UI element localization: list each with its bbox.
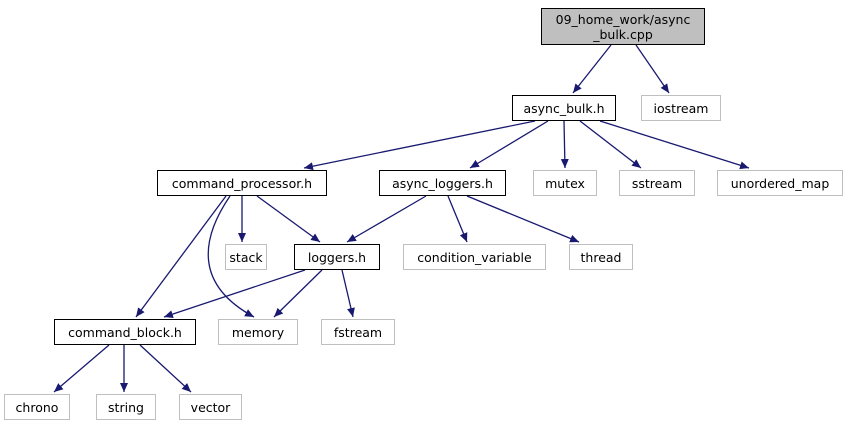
edges-layer [53, 44, 750, 393]
node-label: unordered_map [730, 175, 830, 191]
node-label: mutex [545, 175, 585, 191]
node-stack: stack [225, 244, 267, 270]
edge-command_processor-to-memory [207, 195, 255, 318]
node-fstream: fstream [321, 319, 395, 345]
edge-loggers-to-memory [273, 269, 323, 318]
node-label: string [108, 399, 144, 415]
node-label: fstream [333, 324, 383, 340]
node-command-block[interactable]: command_block.h [54, 319, 196, 345]
node-async-bulk[interactable]: async_bulk.h [512, 95, 616, 121]
node-label: 09_home_work/async _bulk.cpp [555, 11, 691, 42]
node-mutex: mutex [533, 170, 597, 196]
node-label: memory [231, 324, 285, 340]
edge-async_loggers-to-condition_variable [447, 195, 468, 243]
node-command-processor[interactable]: command_processor.h [157, 170, 327, 196]
node-label: vector [190, 399, 231, 415]
node-unordered-map: unordered_map [717, 170, 843, 196]
node-label: chrono [15, 399, 59, 415]
edge-loggers-to-command_block [163, 269, 306, 318]
edge-async_bulk-to-sstream [579, 120, 642, 169]
edge-async_bulk-to-command_processor [303, 120, 536, 171]
node-iostream: iostream [641, 95, 721, 121]
node-label: thread [580, 249, 622, 265]
node-label: async_loggers.h [392, 175, 493, 191]
node-label: command_block.h [68, 324, 182, 340]
node-label: stack [229, 249, 263, 265]
edge-async_bulk-to-unordered_map [599, 120, 750, 170]
node-async-loggers[interactable]: async_loggers.h [379, 170, 506, 196]
edge-async_loggers-to-thread [466, 195, 580, 243]
edge-root-to-iostream [635, 44, 670, 94]
edge-async_loggers-to-loggers [346, 195, 427, 243]
node-thread: thread [569, 244, 633, 270]
node-string: string [96, 394, 156, 420]
edge-async_bulk-to-async_loggers [469, 120, 549, 169]
node-loggers[interactable]: loggers.h [294, 244, 380, 270]
edge-root-to-async_bulk [572, 44, 612, 94]
node-label: async_bulk.h [523, 100, 605, 116]
node-root: 09_home_work/async _bulk.cpp [541, 8, 705, 45]
edge-loggers-to-fstream [341, 269, 355, 318]
node-label: iostream [653, 100, 709, 116]
edge-command_block-to-vector [139, 344, 192, 393]
node-chrono: chrono [4, 394, 70, 420]
node-vector: vector [179, 394, 242, 420]
edge-command_block-to-chrono [53, 344, 110, 393]
edge-command_processor-to-loggers [256, 195, 321, 243]
edge-async_bulk-to-mutex [560, 120, 569, 169]
node-condition-variable: condition_variable [403, 244, 546, 270]
edge-command_processor-to-command_block [135, 195, 227, 318]
node-label: loggers.h [307, 249, 367, 265]
node-sstream: sstream [619, 170, 695, 196]
node-label: sstream [631, 175, 683, 191]
node-label: command_processor.h [171, 175, 313, 191]
node-label: condition_variable [417, 249, 532, 265]
node-memory: memory [218, 319, 298, 345]
